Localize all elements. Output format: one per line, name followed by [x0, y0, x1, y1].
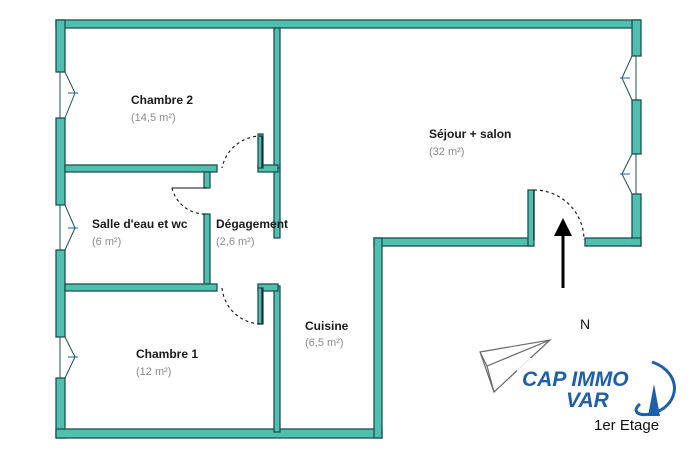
- window-left-1: [59, 71, 78, 119]
- wall-bottom: [55, 428, 383, 439]
- wall-sde-right-top: [203, 171, 211, 189]
- entrance-arrow-icon: [554, 218, 572, 288]
- window-left-2: [59, 204, 78, 251]
- logo-line1: CAP IMMO: [522, 368, 629, 391]
- room-name-degagement: Dégagement: [216, 217, 288, 231]
- door-entrance: [533, 189, 585, 241]
- room-area-salle-eau: (6 m²): [92, 236, 121, 248]
- wall-door-jamb-bottom: [257, 287, 264, 325]
- company-logo: CAP IMMO VAR 1er Etage: [517, 358, 693, 458]
- room-area-cuisine: (6,5 m²): [305, 337, 344, 349]
- wall-door-jamb-top: [257, 133, 264, 169]
- wall-left-mid1: [55, 117, 66, 206]
- wall-top: [55, 19, 641, 29]
- wall-step-horizontal-left: [373, 237, 533, 247]
- wall-sde-right-bottom: [203, 213, 211, 287]
- wall-sde-bottom: [64, 283, 218, 292]
- logo-swoosh-icon: [634, 360, 676, 417]
- wall-step-post: [527, 189, 535, 247]
- wall-left-mid2: [55, 249, 66, 338]
- room-area-sejour: (32 m²): [429, 146, 464, 158]
- window-right-2: [620, 153, 637, 195]
- north-label: N: [580, 316, 590, 332]
- room-name-sejour: Séjour + salon: [429, 127, 511, 141]
- logo-line2: VAR: [566, 389, 610, 412]
- door-salle-eau: [171, 187, 208, 215]
- door-chambre2: [221, 135, 263, 169]
- room-area-degagement: (2,6 m²): [216, 236, 255, 248]
- room-name-chambre1: Chambre 1: [136, 347, 198, 361]
- room-area-chambre1: (12 m²): [136, 366, 171, 378]
- door-chambre1: [221, 287, 263, 325]
- wall-step-horizontal-right: [584, 237, 642, 247]
- wall-right-mid: [631, 99, 642, 155]
- wall-chambre2-bottom: [64, 164, 218, 173]
- doors: [171, 135, 585, 325]
- wall-step-vertical: [373, 237, 383, 439]
- window-right-1: [620, 55, 637, 101]
- wall-right-top: [631, 19, 642, 57]
- room-name-chambre2: Chambre 2: [131, 93, 193, 107]
- windows: [59, 55, 637, 379]
- window-left-3: [59, 336, 78, 379]
- room-name-salle-eau: Salle d'eau et wc: [92, 217, 188, 231]
- room-name-cuisine: Cuisine: [305, 319, 349, 333]
- wall-central-vertical-top: [273, 27, 281, 169]
- room-area-chambre2: (14,5 m²): [131, 112, 176, 124]
- wall-central-vertical-bottom: [273, 285, 281, 433]
- floor-label: 1er Etage: [594, 417, 659, 434]
- room-labels: Chambre 2 (14,5 m²) Séjour + salon (32 m…: [92, 93, 511, 378]
- walls: [55, 19, 642, 439]
- wall-left-top: [55, 19, 66, 73]
